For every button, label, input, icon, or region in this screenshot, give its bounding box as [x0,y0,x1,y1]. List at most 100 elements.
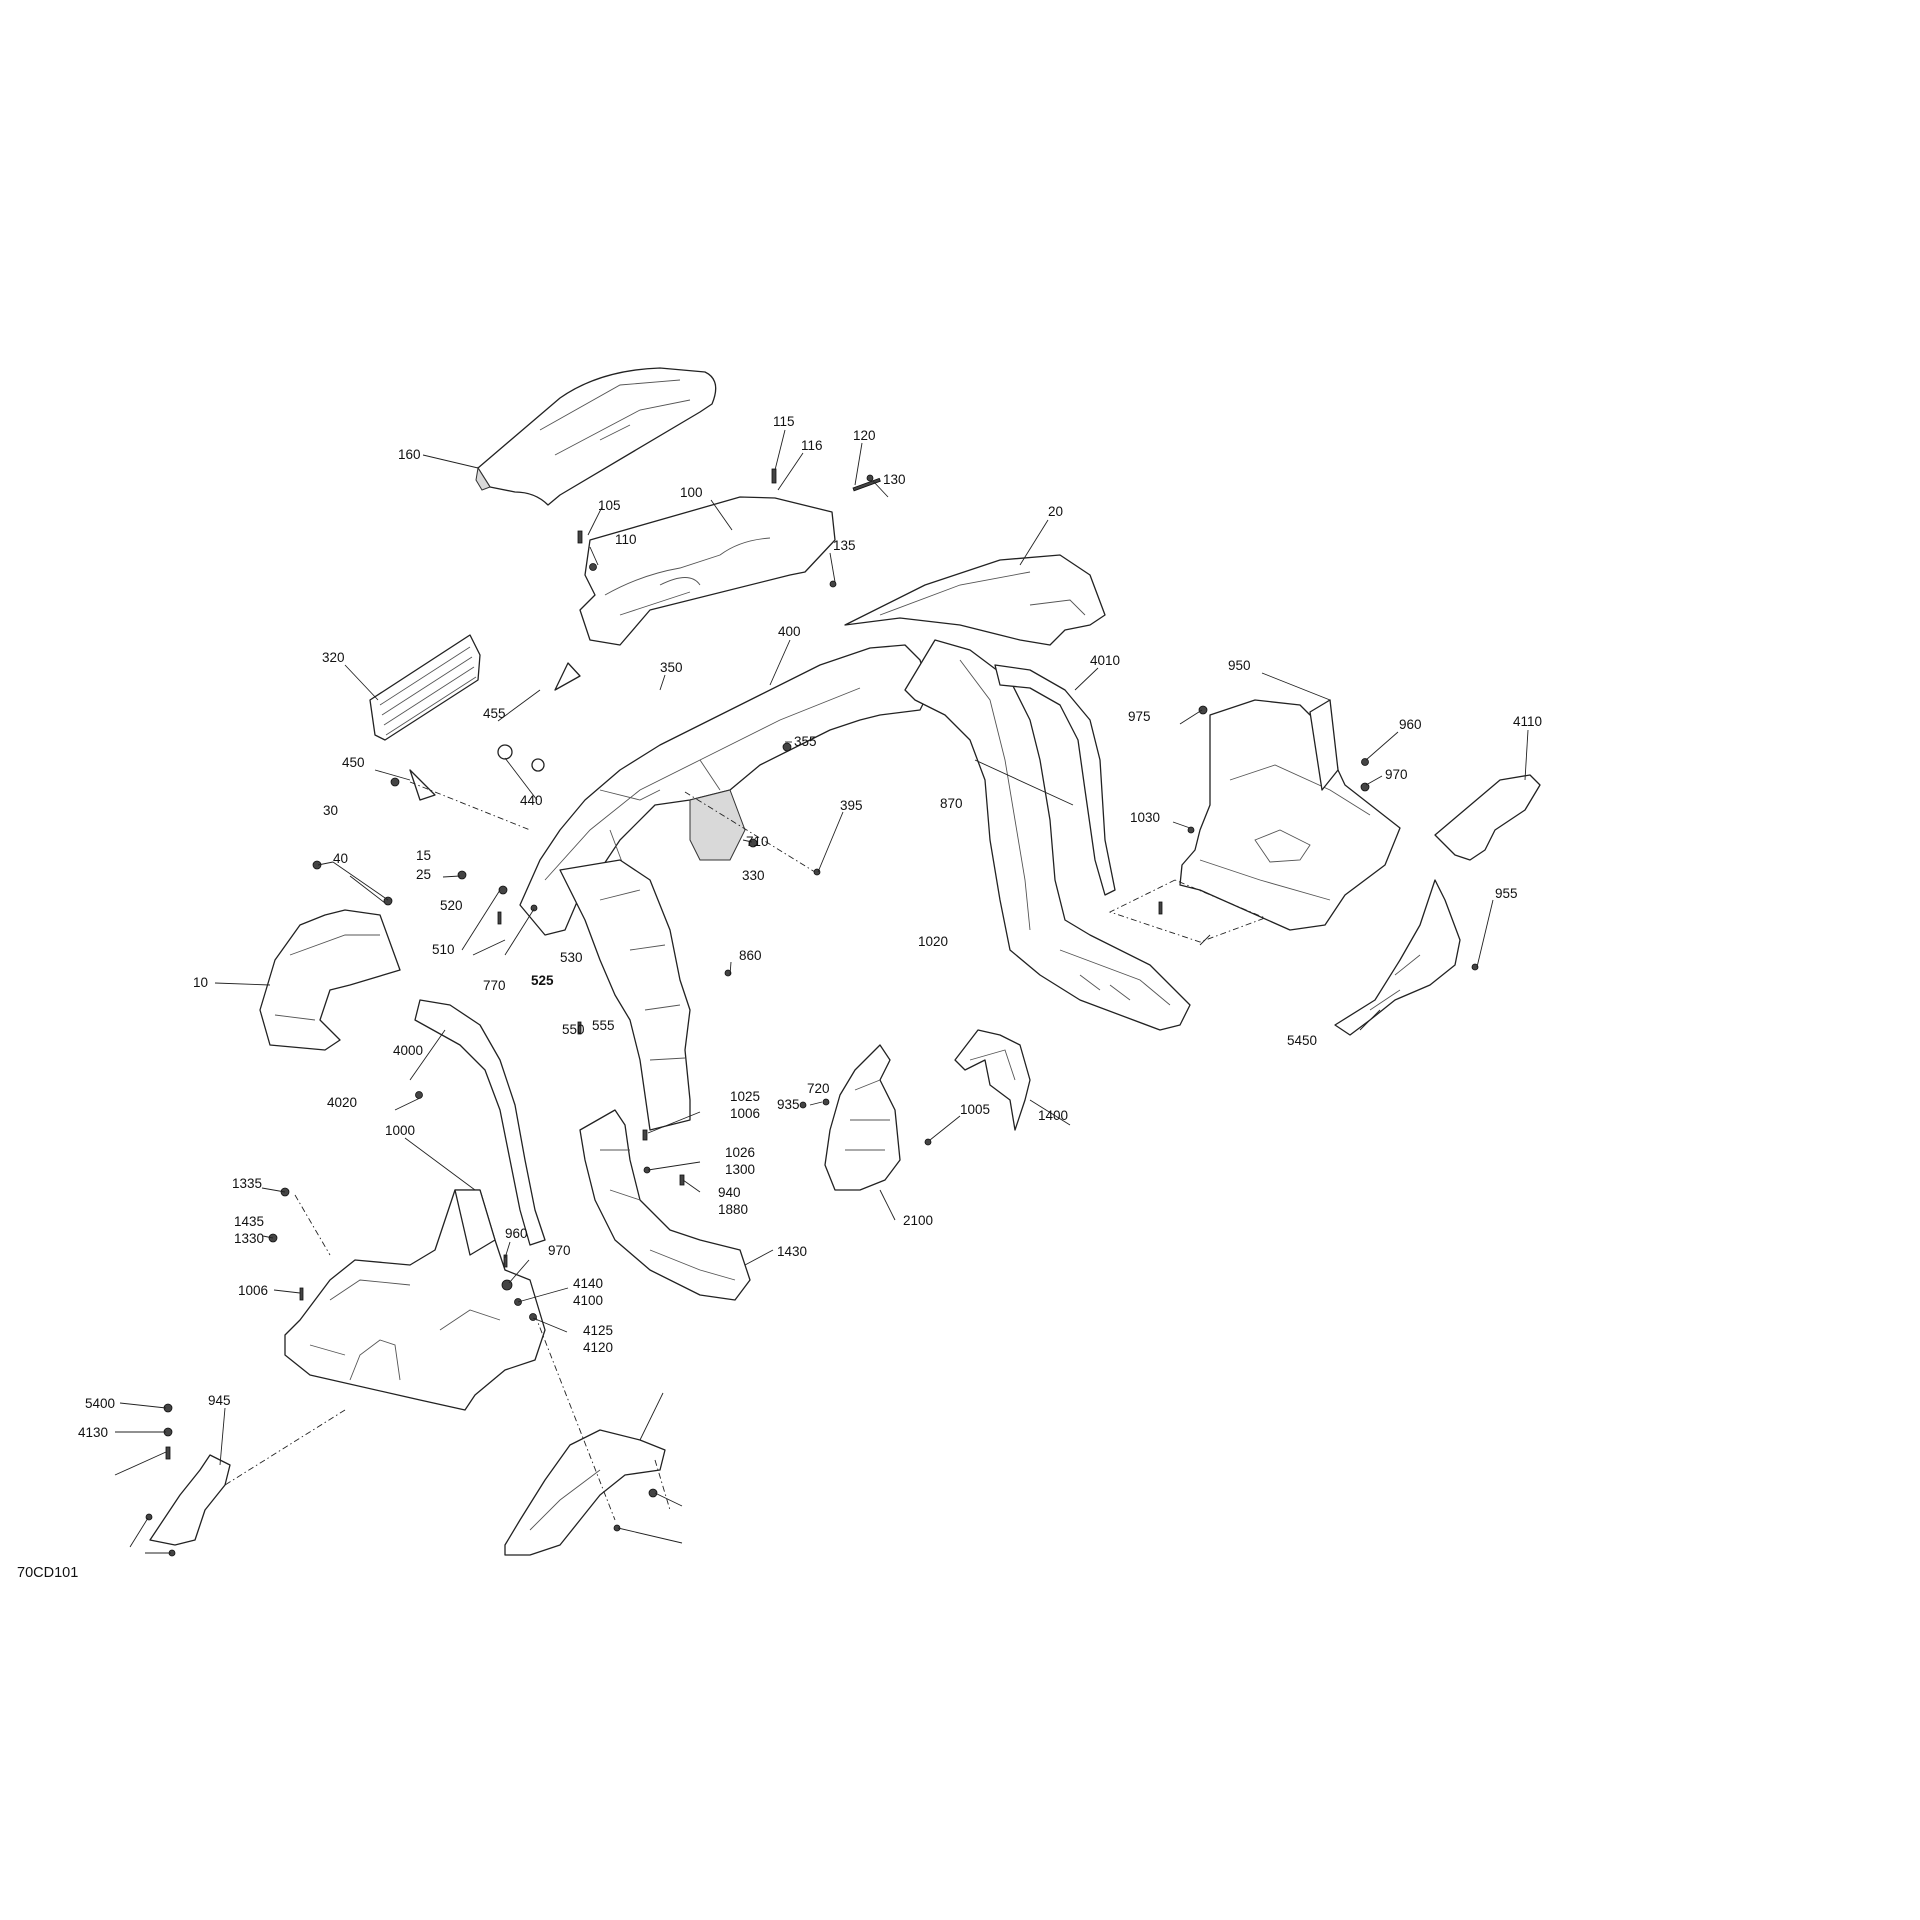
callout-25: 25 [416,867,431,882]
callout-4140: 5400 [85,1396,115,1411]
callout-400: 400 [778,624,801,639]
callout-320: 320 [322,650,345,665]
callout-40: 40 [333,851,348,866]
callout-955: 955 [1495,886,1518,901]
callout-1005-lower: 940 [718,1185,741,1200]
callout-1020: 1020 [918,934,948,949]
callout-100: 100 [680,485,703,500]
callout-1430: 4120 [583,1340,613,1355]
callout-720: 720 [807,1081,830,1096]
callout-105: 105 [598,498,621,513]
callout-1330: 4125 [583,1323,613,1338]
callout-4110: 4110 [1513,714,1542,729]
callout-935: 1005 [960,1102,990,1117]
callout-550: 550 [562,1022,585,1037]
callout-120: 120 [853,428,876,443]
part-10-cover [259,909,401,1051]
part-440-grommet-b [531,758,545,772]
callout-1000: 1430 [777,1244,807,1259]
part-860-center-tunnel [559,859,691,1131]
part-4100-bracket [149,1454,231,1546]
callout-30: 30 [323,803,338,818]
part-400-dash-frame [519,644,931,936]
leader-lines [114,429,1529,1554]
callout-4125: 4130 [78,1425,108,1440]
callout-110: 110 [615,532,637,547]
part-5400-panel [504,1429,666,1556]
callout-555: 555 [592,1018,615,1033]
part-450 [409,769,436,801]
callout-1400: 1400 [1038,1108,1068,1123]
callout-770: 770 [483,978,506,993]
part-1300-panel [824,1044,901,1191]
part-4010-strip [994,664,1116,896]
callout-330: 330 [742,868,765,883]
callout-1335: 4140 [573,1276,603,1291]
part-4000-strip [414,999,546,1246]
part-440-grommet-a [497,744,513,760]
part-950-floor-pan [1179,699,1401,931]
callout-4010: 4010 [1090,653,1120,668]
callout-116: 116 [801,438,823,453]
callout-10: 10 [193,975,208,990]
callout-4100: 945 [208,1393,231,1408]
part-160-cover [475,367,717,506]
callout-5450: 5450 [1287,1033,1317,1048]
callout-1005-upper: 1025 [730,1089,760,1104]
callout-520: 520 [440,898,463,913]
callout-1300: 2100 [903,1213,933,1228]
callout-1435: 4100 [573,1293,603,1308]
callout-20: 20 [1048,504,1063,519]
callout-115: 115 [773,414,795,429]
callout-440: 440 [520,793,543,808]
callout-510: 510 [432,942,455,957]
callout-960-right: 960 [1399,717,1422,732]
callout-530: 530 [560,950,583,965]
callout-975-right: 975 [1128,709,1151,724]
callout-4020: 4020 [327,1095,357,1110]
part-20-cover [844,554,1106,646]
callout-15: 15 [416,848,431,863]
callout-1025-left: 1006 [238,1283,268,1298]
callout-940: 1000 [385,1123,415,1138]
callout-870: 870 [940,796,963,811]
part-4110-bracket [1434,774,1541,861]
callout-525: 525 [531,973,554,988]
callout-960-left: 960 [505,1226,528,1241]
callout-135: 135 [833,538,856,553]
part-940-floor-pan [284,1189,546,1411]
callout-1025-lower: 1880 [718,1202,748,1217]
callout-950: 950 [1228,658,1251,673]
callout-1880: 1435 [234,1214,264,1229]
fasteners [145,468,1479,1557]
callout-1030: 1030 [1130,810,1160,825]
callout-710-lower: 935 [777,1097,800,1112]
callout-455: 455 [483,706,506,721]
diagram-code: 70CD101 [17,1565,78,1581]
callout-975-left: 1335 [232,1176,262,1191]
callout-1025-upper: 1006 [730,1106,760,1121]
callout-1006: 1026 [725,1145,755,1160]
callout-130: 130 [883,472,906,487]
callout-350: 350 [660,660,683,675]
callout-970-right: 970 [1385,767,1408,782]
callout-395: 395 [840,798,863,813]
callout-160: 160 [398,447,421,462]
part-320-grille [369,634,481,741]
part-870-frame [904,639,1191,1031]
callout-450: 450 [342,755,365,770]
part-5450-panel [1334,879,1461,1036]
callout-4000: 4000 [393,1043,423,1058]
callout-970-left: 970 [548,1243,571,1258]
callout-1026: 1300 [725,1162,755,1177]
part-455 [554,662,581,691]
callout-710-upper: 710 [746,834,769,849]
assembly-lines [224,781,1267,1521]
callout-2100: 1330 [234,1231,264,1246]
callout-860: 860 [739,948,762,963]
part-1400-panel [954,1029,1031,1131]
part-100-dash-upper [579,496,836,646]
callout-labels: 160 115 116 120 130 105 110 100 135 20 4… [78,414,1542,1440]
callout-355: 355 [794,734,817,749]
